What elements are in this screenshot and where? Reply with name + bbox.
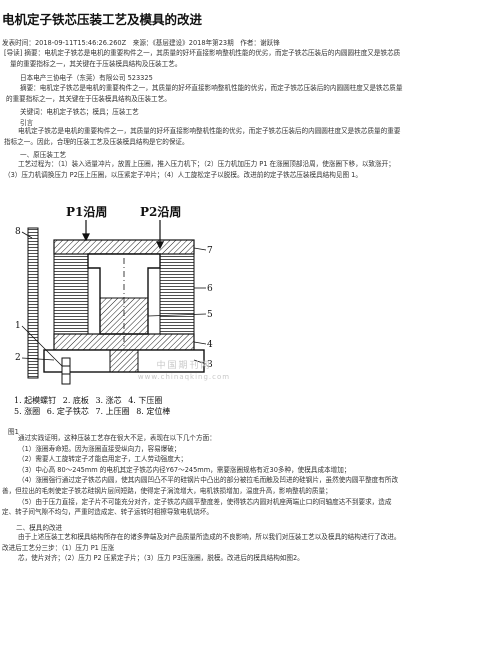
lower-press-ring [53, 333, 195, 351]
problems-line: （5）由于压力直接，定子片不可能充分对齐，定子铁芯内圆平整度差，使得铁芯内圆对机… [18, 497, 392, 506]
problems-line: 通过实践证明，这种压装工艺存在很大不足，表现在以下几个方面： [18, 434, 216, 442]
legend-row: 5. 涨圈 6. 定子铁芯 7. 上压圈 8. 定位棒 [14, 406, 224, 417]
section2-heading: 二、模具的改进 [16, 524, 63, 532]
problems-line: （3）中心高 80～245mm 的电机其定子铁芯内径Y67～245mm，需要涨圈… [18, 465, 351, 474]
legend-item: 5. 涨圈 [14, 407, 41, 416]
lifting-screw [61, 357, 71, 385]
journal-watermark: 中国期刊网 www.chinaqking.com [84, 358, 284, 381]
legend-item: 4. 下压圈 [128, 396, 163, 405]
article-title: 电机定子铁芯压装工艺及模具的改进 [2, 12, 203, 27]
problems-line: 善，但拉出的毛刺使定子铁芯硅钢片层间短路，使得定子涡流增大，电机铁损增加，温度升… [2, 486, 332, 495]
watermark-text: 中国期刊网 [156, 361, 212, 371]
keywords: 关键词：电机定子铁芯；模具；压装工艺 [20, 108, 139, 116]
positioning-rod [27, 227, 39, 379]
part-number-7: 7 [207, 246, 213, 256]
watermark-url: www.chinaqking.com [137, 373, 231, 381]
abstract-line: 量的重要指标之一，其关键在于压装模具结构及压装工艺。 [10, 59, 182, 68]
figure-label: 图1 [8, 428, 19, 436]
expanding-ring [99, 297, 149, 335]
improvement-line: 改进后工艺分三步：（1）压力 P1 压涨 [2, 543, 115, 552]
legend-item: 3. 涨芯 [95, 396, 122, 405]
legend-item: 2. 底板 [62, 396, 89, 405]
abstract-line: [导读] 摘要：电机定子铁芯是电机的重要构件之一，其质量的好坏直接影响整机性能的… [4, 49, 401, 57]
abstract-block: [导读] 摘要：电机定子铁芯是电机的重要构件之一，其质量的好坏直接影响整机性能的… [4, 48, 499, 69]
intro-line: 电机定子铁芯是电机的重要构件之一，其质量的好坏直接影响整机性能的优劣，而定子铁芯… [18, 127, 401, 135]
section1-heading: 一、原压装工艺 [20, 151, 67, 159]
die-structure-drawing: P1沿周 P2沿周 [15, 205, 213, 385]
improvement-paragraph: 由于上述压装工艺和模具结构所存在的诸多弊端及对产品质量所造成的不良影响，所以我们… [2, 532, 501, 564]
part-number-2: 2 [15, 353, 21, 363]
problems-line: （1）涨圈寿命短。因为涨圈直接受纵向力，容易爆破； [18, 444, 181, 453]
problems-list: 通过实践证明，这种压装工艺存在很大不足，表现在以下几个方面： （1）涨圈寿命短。… [2, 433, 501, 518]
upper-press-ring [53, 239, 195, 255]
legend-item: 7. 上压圈 [95, 407, 130, 416]
legend-item: 8. 定位棒 [136, 407, 171, 416]
legend-row: 1. 起模螺钉 2. 底板 3. 涨芯 4. 下压圈 [14, 395, 224, 406]
part-number-8: 8 [15, 227, 21, 237]
intro-heading: 引言 [20, 119, 34, 127]
improvement-line: 芯，使片对齐；（2）压力 P2 压紧定子片；（3）压力 P3压涨圈，脱模。改进后… [18, 554, 304, 563]
company-line: 日本电产三协电子（东莞）有限公司 523325 [20, 74, 153, 82]
base-plate [43, 349, 205, 373]
problems-line: （4）涨圈强行通过定子铁芯内圆，使其内圆凹凸不平的硅钢片中凸出的部分被拉毛而触及… [18, 476, 399, 485]
process-line: 工艺过程为：（1）装入适量冲片，放置上压圈，推入压力机下；（2）压力机加压力 P… [18, 160, 395, 168]
intro-paragraph: 电机定子铁芯是电机的重要构件之一，其质量的好坏直接影响整机性能的优劣，而定子铁芯… [4, 126, 501, 147]
problems-line: （2）需要人工旋转定子才能启用定子，工人劳动强度大； [18, 455, 188, 464]
intro-line: 指标之一。因此，合理的压装工艺及压装模具结构是它的保证。 [4, 137, 189, 146]
figure-legend: 1. 起模螺钉 2. 底板 3. 涨芯 4. 下压圈 5. 涨圈 6. 定子铁芯… [14, 395, 224, 421]
p2-force-label: P2沿周 [140, 205, 181, 219]
leader-lines [21, 231, 207, 367]
improvement-line: 由于上述压装工艺和模具结构所存在的诸多弊端及对产品质量所造成的不良影响，所以我们… [18, 533, 401, 541]
article-meta: 发表时间：2018-09-11T15:46:26.260Z 来源：《基层建设》2… [2, 39, 280, 47]
process-paragraph: 工艺过程为：（1）装入适量冲片，放置上压圈，推入压力机下；（2）压力机加压力 P… [4, 159, 501, 180]
part-number-3: 3 [207, 360, 213, 370]
problems-line: 定、转子间气隙不均匀，严重时造成定、转子运转时相擦导致电机烧坏。 [2, 508, 213, 517]
part-numbers: 8 1 2 7 6 5 4 3 [15, 227, 213, 370]
p1-force-label: P1沿周 [66, 205, 107, 219]
part-number-6: 6 [207, 284, 213, 294]
part-number-4: 4 [207, 340, 213, 350]
legend-item: 1. 起模螺钉 [14, 396, 57, 405]
part-number-1: 1 [15, 321, 21, 331]
abstract-repeat-line: 摘要：电机定子铁芯是电机的重要构件之一，其质量的好坏直接影响整机性能的优劣，而定… [20, 84, 403, 92]
process-line: （3）压力机调换压力 P2压上压圈，以压紧定子冲片；（4）人工旋松定子以脱模。改… [4, 170, 362, 179]
part-number-5: 5 [207, 310, 213, 320]
die-structure-figure: P1沿周 P2沿周 [14, 198, 214, 394]
legend-item: 6. 定子铁芯 [46, 407, 89, 416]
abstract-repeat-line: 的重要指标之一，其关键在于压装模具结构及压装工艺。 [6, 94, 171, 103]
abstract-repeat: 摘要：电机定子铁芯是电机的重要构件之一，其质量的好坏直接影响整机性能的优劣，而定… [6, 83, 501, 104]
